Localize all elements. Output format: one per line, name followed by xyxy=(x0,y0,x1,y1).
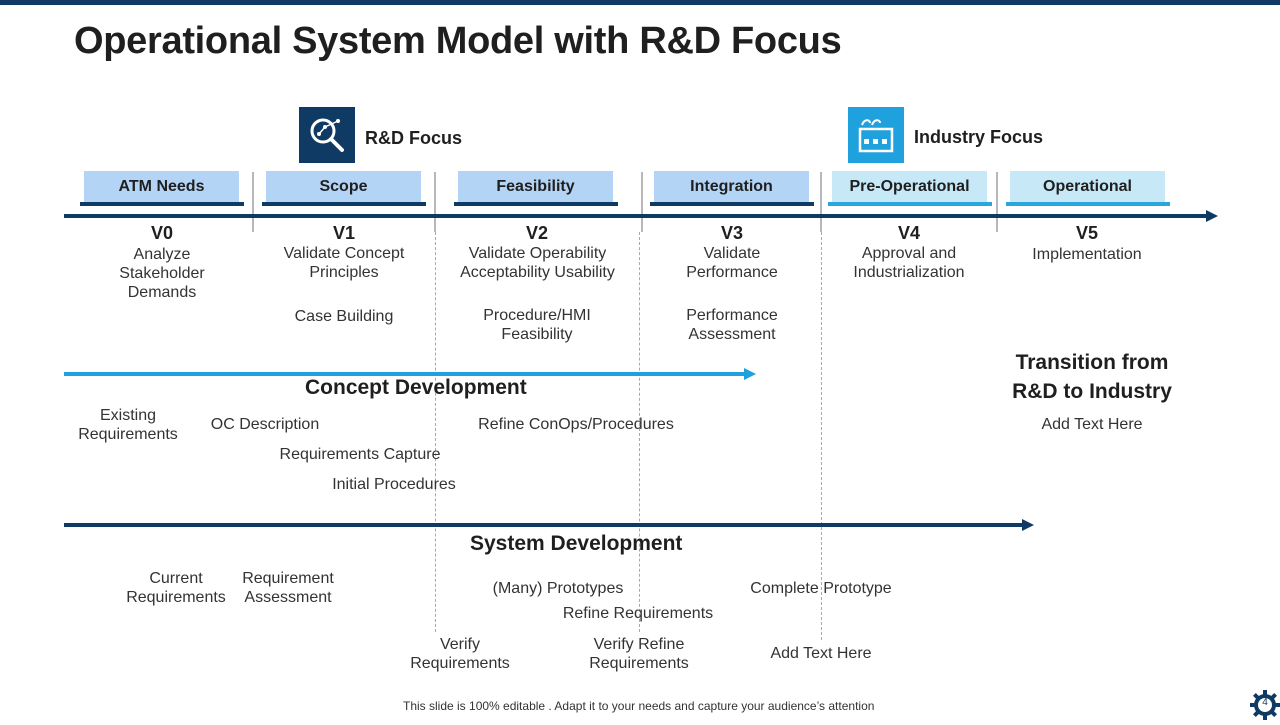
phase-separator xyxy=(820,172,822,232)
transition-text: Add Text Here xyxy=(1041,416,1143,433)
version-v2: V2 xyxy=(525,223,549,243)
concept-item-requirements-capture: Requirements Capture xyxy=(279,446,441,463)
concept-item-refine-conops: Refine ConOps/Procedures xyxy=(478,416,674,433)
phase-separator xyxy=(996,172,998,232)
version-v0-desc: Analyze Stakeholder Demands xyxy=(119,246,205,301)
phase-underline xyxy=(80,202,244,206)
phase-underline xyxy=(650,202,814,206)
page-number: 4 xyxy=(1262,697,1268,708)
concept-development-arrow xyxy=(64,368,756,380)
version-v1-desc: Validate Concept Principles xyxy=(283,245,405,281)
concept-item-initial-procedures: Initial Procedures xyxy=(332,476,456,493)
concept-item-existing-requirements: Existing Requirements xyxy=(78,407,178,443)
dashed-guide xyxy=(821,232,822,640)
phase-scope: Scope xyxy=(266,171,421,202)
phase-underline xyxy=(454,202,618,206)
phase-underline xyxy=(262,202,426,206)
system-item-verify-refine-requirements: Verify Refine Requirements xyxy=(589,636,689,672)
concept-item-oc-description: OC Description xyxy=(210,416,320,433)
phase-atm-needs: ATM Needs xyxy=(84,171,239,202)
version-v2-extra: Procedure/HMI Feasibility xyxy=(483,307,591,343)
system-item-many-prototypes: (Many) Prototypes xyxy=(492,580,624,597)
version-v1: V1 xyxy=(332,223,356,243)
transition-title: Transition from R&D to Industry xyxy=(1012,351,1172,403)
version-v5-desc: Implementation xyxy=(1032,246,1142,263)
research-magnifier-icon xyxy=(299,107,355,163)
system-item-current-requirements: Current Requirements xyxy=(126,570,226,606)
phase-operational: Operational xyxy=(1010,171,1165,202)
industry-focus-label: Industry Focus xyxy=(914,127,1044,147)
phase-separator xyxy=(641,172,643,232)
version-v0: V0 xyxy=(150,223,174,243)
version-v4: V4 xyxy=(897,223,921,243)
page-title: Operational System Model with R&D Focus xyxy=(74,20,842,62)
system-item-verify-requirements: Verify Requirements xyxy=(410,636,510,672)
phase-underline xyxy=(1006,202,1170,206)
system-item-complete-prototype: Complete Prototype xyxy=(750,580,892,597)
system-item-refine-requirements: Refine Requirements xyxy=(562,605,714,622)
version-v5: V5 xyxy=(1075,223,1099,243)
phase-separator xyxy=(434,172,436,232)
phase-underline xyxy=(828,202,992,206)
version-v3-desc: Validate Performance xyxy=(686,245,778,281)
top-accent-bar xyxy=(0,0,1280,5)
dashed-guide xyxy=(435,232,436,632)
page-number-gear-icon xyxy=(1250,690,1280,720)
version-v1-extra: Case Building xyxy=(294,308,394,325)
system-item-add-text: Add Text Here xyxy=(770,645,872,662)
dashed-guide xyxy=(639,232,640,632)
phase-separator xyxy=(252,172,254,232)
system-development-arrow xyxy=(64,519,1034,531)
footer-note: This slide is 100% editable . Adapt it t… xyxy=(403,699,875,713)
phase-feasibility: Feasibility xyxy=(458,171,613,202)
concept-development-title: Concept Development xyxy=(305,376,527,399)
version-v4-desc: Approval and Industrialization xyxy=(853,245,965,281)
phase-pre-operational: Pre-Operational xyxy=(832,171,987,202)
version-v3: V3 xyxy=(720,223,744,243)
version-v3-extra: Performance Assessment xyxy=(686,307,778,343)
timeline-arrow xyxy=(64,210,1218,222)
system-item-requirement-assessment: Requirement Assessment xyxy=(242,570,334,606)
factory-icon xyxy=(848,107,904,163)
phase-integration: Integration xyxy=(654,171,809,202)
version-v2-desc: Validate Operability Acceptability Usabi… xyxy=(460,245,615,281)
system-development-title: System Development xyxy=(470,532,683,555)
rd-focus-label: R&D Focus xyxy=(365,128,463,148)
